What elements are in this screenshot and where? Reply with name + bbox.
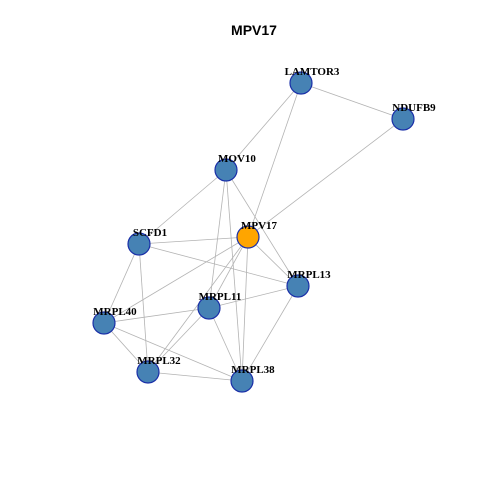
node-label-mrpl40: MRPL40	[93, 306, 137, 318]
node-label-mrpl38: MRPL38	[231, 364, 275, 376]
edge-lamtor3-mpv17	[247, 82, 302, 238]
edge-mov10-mrpl38	[225, 169, 243, 382]
node-mov10	[214, 158, 238, 182]
node-label-scfd1: SCFD1	[133, 227, 167, 239]
edge-mpv17-mrpl40	[103, 236, 249, 324]
node-mrpl13	[286, 274, 310, 298]
edge-mrpl40-mrpl38	[103, 322, 243, 382]
edge-mov10-mrpl13	[225, 169, 299, 287]
label-layer: LAMTOR3NDUFB9MOV10MPV17SCFD1MRPL13MRPL11…	[93, 66, 436, 376]
node-label-mrpl32: MRPL32	[137, 355, 181, 367]
edge-lamtor3-ndufb9	[300, 82, 404, 120]
node-label-mpv17: MPV17	[241, 220, 278, 232]
edge-scfd1-mrpl32	[138, 243, 149, 373]
node-ndufb9	[391, 107, 415, 131]
node-mrpl38	[230, 369, 254, 393]
edge-mrpl11-mrpl32	[147, 307, 210, 373]
node-mrpl32	[136, 360, 160, 384]
node-layer	[92, 71, 415, 393]
node-mpv17	[236, 225, 260, 249]
node-mrpl11	[197, 296, 221, 320]
edge-mrpl13-mrpl38	[241, 285, 299, 382]
edge-mrpl11-mrpl38	[208, 307, 243, 382]
edge-mpv17-mrpl38	[241, 236, 249, 382]
edge-mrpl11-mrpl40	[103, 307, 210, 324]
edge-scfd1-mrpl13	[138, 243, 299, 287]
edge-mpv17-mrpl13	[247, 236, 299, 287]
edge-scfd1-mrpl40	[103, 243, 140, 324]
edge-mov10-scfd1	[138, 169, 227, 245]
node-label-ndufb9: NDUFB9	[392, 102, 436, 114]
node-lamtor3	[289, 71, 313, 95]
node-label-lamtor3: LAMTOR3	[285, 66, 340, 78]
node-mrpl40	[92, 311, 116, 335]
edge-mpv17-mrpl11	[208, 236, 249, 309]
graph-title: MPV17	[231, 22, 277, 38]
node-label-mov10: MOV10	[218, 153, 256, 165]
edge-ndufb9-mpv17	[247, 118, 404, 238]
edge-lamtor3-mov10	[225, 82, 302, 171]
edge-mrpl32-mrpl38	[147, 371, 243, 382]
edge-mrpl13-mrpl11	[208, 285, 299, 309]
node-scfd1	[127, 232, 151, 256]
node-label-mrpl11: MRPL11	[199, 291, 242, 303]
node-label-mrpl13: MRPL13	[287, 269, 331, 281]
edge-mpv17-scfd1	[138, 236, 249, 245]
